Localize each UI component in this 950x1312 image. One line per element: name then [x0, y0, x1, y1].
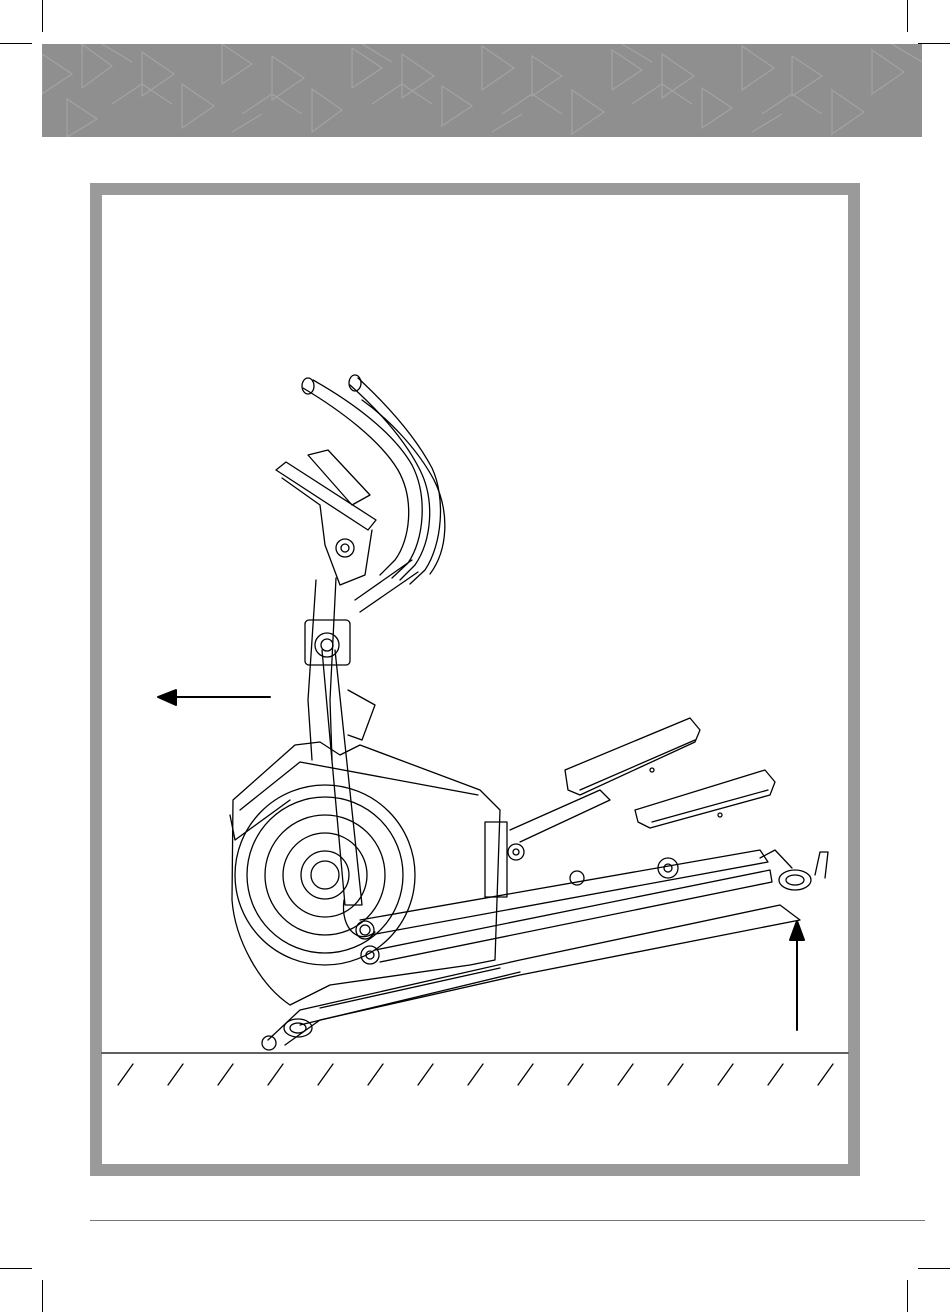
mast [305, 578, 375, 760]
pedals [565, 718, 775, 828]
hatched-floor [102, 1053, 848, 1085]
flywheel-housing [230, 742, 500, 1005]
footer-rule [90, 1220, 925, 1221]
handlebars [302, 375, 445, 612]
lift-direction-arrow [790, 921, 804, 1030]
console [276, 450, 376, 585]
push-direction-arrow [158, 690, 270, 705]
